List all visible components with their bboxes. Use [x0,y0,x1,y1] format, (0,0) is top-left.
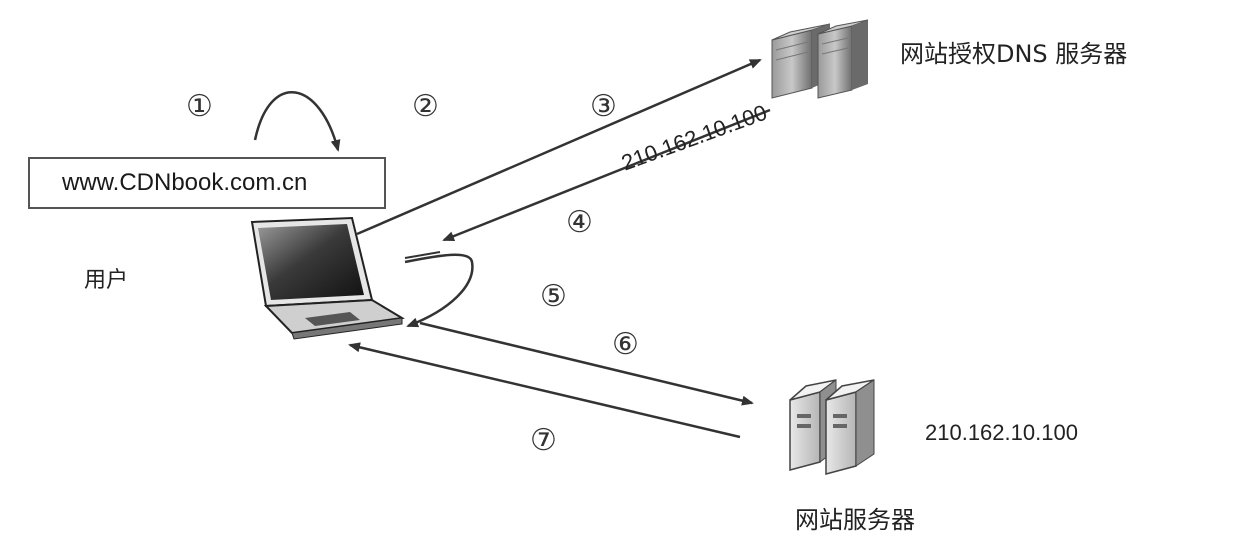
url-input-box: www.CDNbook.com.cn [28,157,386,209]
arrow-step-1 [253,91,341,152]
url-text: www.CDNbook.com.cn [62,169,308,196]
step-7-marker: ⑦ [530,423,557,458]
arrow-dns-reply [442,108,771,242]
dns-server-label: 网站授权DNS 服务器 [900,40,1128,68]
arrow-query-to-dns [356,58,762,236]
step-1-marker: ① [186,89,213,124]
user-label: 用户 [84,268,129,293]
step-3-marker: ③ [590,89,617,124]
web-server-ip-label: 210.162.10.100 [925,420,1078,445]
step-5-marker: ⑤ [540,279,567,314]
server-rack-icon [771,19,869,99]
web-server-label: 网站服务器 [795,506,915,534]
server-tower-icon [789,379,875,475]
step-6-marker: ⑥ [612,327,639,362]
arrow-step-5 [404,253,474,328]
step-4-marker: ④ [566,205,593,240]
arrow-request-to-web-server [419,321,754,406]
arrow-response-to-user [348,342,741,439]
laptop-icon [250,216,405,340]
step-2-marker: ② [412,89,439,124]
